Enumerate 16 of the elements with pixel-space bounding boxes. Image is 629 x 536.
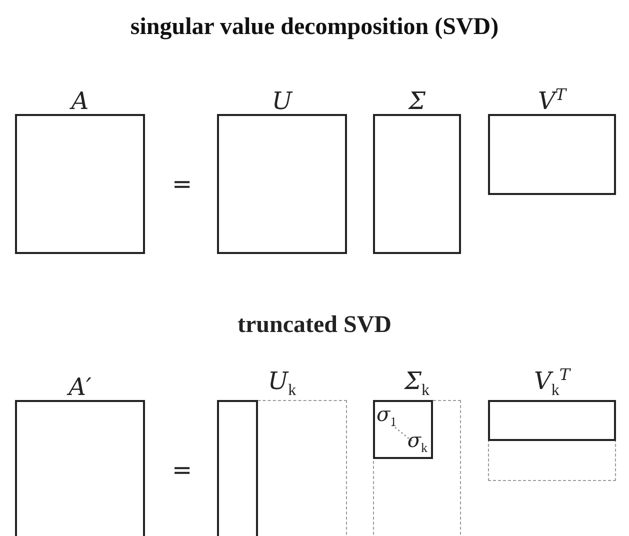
matrix-label: A — [68, 88, 90, 114]
singular-value-label: σ$_{k}$ — [407, 430, 428, 454]
matrix-label: Σ$_{k}$ — [403, 368, 430, 399]
matrix-label: A′ — [66, 374, 92, 400]
section-heading: truncated SVD — [236, 313, 392, 337]
matrix-label: V$^{T}$ — [536, 86, 568, 114]
matrix-label: U — [270, 88, 294, 114]
equals-sign: = — [172, 172, 192, 196]
submatrix-box — [488, 400, 616, 440]
submatrix-box — [372, 400, 432, 458]
singular-value-label: σ$_{1}$ — [376, 404, 397, 428]
submatrix-box — [216, 400, 258, 536]
matrix-label: Σ — [407, 88, 426, 114]
equals-sign: = — [172, 458, 192, 482]
matrix-label: U$_{k}$ — [266, 368, 298, 399]
diagram-title: singular value decomposition (SVD) — [129, 14, 500, 41]
